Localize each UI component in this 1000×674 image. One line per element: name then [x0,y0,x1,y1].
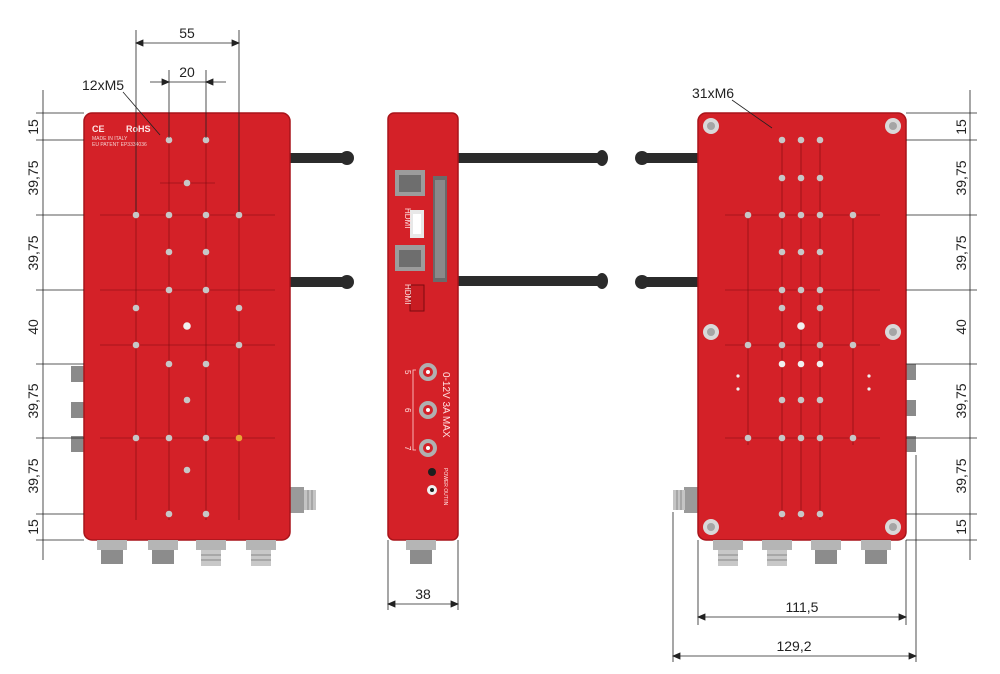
right-antenna-bottom [635,275,698,289]
rca-jack-5 [419,363,437,381]
dim-left-40: 40 [25,319,41,335]
dim-right-3975-4: 39,75 [953,458,969,493]
dim-left-3975-1: 39,75 [25,160,41,195]
right-antenna-top [635,151,698,165]
right-bottom-connectors [713,540,891,566]
left-bottom-connectors [97,540,276,566]
rca-jack-6 [419,401,437,419]
hdmi-port-1 [410,210,424,238]
hdmi-port-2 [409,284,425,312]
port-label-7: 7 [403,446,412,451]
left-side-knobs [71,366,84,452]
right-corner-screws [703,118,901,535]
dim-right-3975-3: 39,75 [953,383,969,418]
right-view [635,112,916,566]
aux-label: POWER OUT/IN [442,468,448,506]
right-mounting-holes [736,136,871,518]
port-bracket [412,369,416,451]
left-antenna-bottom [290,275,354,289]
patent-label: EU PATENT EP3334036 [92,142,147,148]
middle-view: HDMI HDMI 5 6 7 0-12V 3A MAX PO [387,112,608,564]
middle-dimensions [386,540,460,610]
dim-right-3975-2: 39,75 [953,235,969,270]
dim-right-15-bottom: 15 [953,519,969,535]
dim-top-55: 55 [179,25,195,41]
right-side-cable-connector [673,487,698,513]
rohs-mark: RoHS [126,124,151,134]
hdmi-label-1: HDMI [403,208,412,228]
dim-left-15-top: 15 [25,119,41,135]
made-in-label: MADE IN ITALY [92,136,128,142]
dim-left-3975-2: 39,75 [25,235,41,270]
power-rating-label: 0-12V 3A MAX [440,372,451,438]
left-thread-label: 12xM5 [82,77,124,93]
left-dimensions [36,30,241,560]
dim-left-15-bottom: 15 [25,519,41,535]
right-dimensions [671,90,977,662]
dim-right-15-top: 15 [953,119,969,135]
hdmi-label-2: HDMI [403,284,412,304]
ce-mark: CE [92,124,105,134]
dim-right-3975-1: 39,75 [953,160,969,195]
left-antenna-top [290,151,354,165]
dim-left-3975-3: 39,75 [25,383,41,418]
port-label-5: 5 [403,370,412,375]
left-side-cable-connector [290,487,316,513]
ethernet-port-1 [395,170,425,196]
dim-left-3975-4: 39,75 [25,458,41,493]
left-hole-grid-lines [100,130,275,520]
dim-top-20: 20 [179,64,195,80]
dim-right-40: 40 [953,319,969,335]
middle-antenna-top [458,150,608,166]
sd-slot [433,176,447,282]
right-thread-label: 31xM6 [692,85,734,101]
port-label-6: 6 [403,408,412,413]
ethernet-port-2 [395,245,425,271]
aux-jack [427,468,437,495]
right-side-knobs [906,364,916,452]
left-mounting-holes [132,136,243,518]
dim-width-1115: 111,5 [786,599,819,615]
rca-jack-7 [419,439,437,457]
middle-bottom-connector [406,540,436,564]
middle-antenna-bottom [458,273,608,289]
left-view: CE RoHS MADE IN ITALY EU PATENT EP333403… [71,112,354,566]
dim-width-38: 38 [415,586,431,602]
dim-width-1292: 129,2 [776,638,811,654]
